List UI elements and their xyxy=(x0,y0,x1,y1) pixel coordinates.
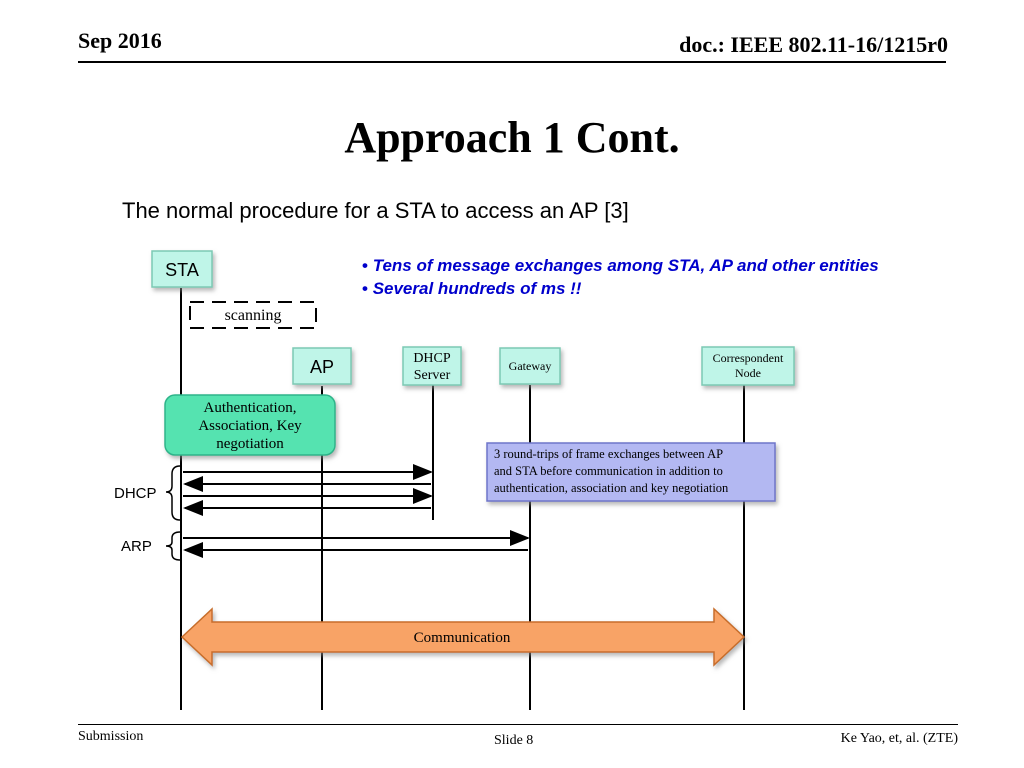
communication-label: Communication xyxy=(414,630,511,646)
entity-gateway-label: Gateway xyxy=(509,359,552,373)
footer-slide-number: Slide 8 xyxy=(494,733,534,748)
auth-label-1: Authentication, xyxy=(204,400,297,416)
slide-title: Approach 1 Cont. xyxy=(344,113,680,162)
bullet-text: Tens of message exchanges among STA, AP … xyxy=(372,256,879,275)
entity-dhcp-server: DHCP Server xyxy=(402,346,462,386)
slide-subtitle: The normal procedure for a STA to access… xyxy=(122,198,629,223)
communication-arrow: Communication xyxy=(180,607,746,667)
footer-author: Ke Yao, et, al. (ZTE) xyxy=(840,731,958,746)
footer-divider xyxy=(78,724,958,725)
scanning-label: scanning xyxy=(225,307,282,324)
bullet-list: • Tens of message exchanges among STA, A… xyxy=(362,254,922,300)
auth-label-3: negotiation xyxy=(216,436,284,452)
dhcp-label: DHCP xyxy=(114,485,157,502)
header-date: Sep 2016 xyxy=(78,28,162,53)
dhcp-group: DHCP xyxy=(114,464,433,521)
entity-sta: STA xyxy=(151,250,213,288)
entity-cn-label-1: Correspondent xyxy=(713,351,784,365)
scanning-box: scanning xyxy=(189,301,317,329)
bullet-item: • Tens of message exchanges among STA, A… xyxy=(362,256,879,275)
arp-brace xyxy=(165,531,181,561)
note-line-1: 3 round-trips of frame exchanges between… xyxy=(494,447,723,461)
entity-dhcp-label-1: DHCP xyxy=(413,351,451,366)
arp-label: ARP xyxy=(121,538,152,555)
note-line-3: authentication, association and key nego… xyxy=(494,481,729,495)
entity-dhcp-label-2: Server xyxy=(414,368,451,383)
dhcp-brace xyxy=(165,465,181,521)
arp-group: ARP xyxy=(121,530,530,561)
entity-correspondent-node: Correspondent Node xyxy=(701,346,795,386)
bullet-item: • Several hundreds of ms !! xyxy=(362,279,582,298)
entity-cn-label-2: Node xyxy=(735,366,761,380)
note-line-2: and STA before communication in addition… xyxy=(494,464,723,478)
footer-submission: Submission xyxy=(78,729,144,744)
entity-sta-label: STA xyxy=(165,260,199,280)
bullet-text: Several hundreds of ms !! xyxy=(372,279,582,298)
auth-label-2: Association, Key xyxy=(198,418,302,434)
header-divider xyxy=(78,61,946,63)
entity-gateway: Gateway xyxy=(499,347,561,385)
header-doc-id: doc.: IEEE 802.11-16/1215r0 xyxy=(679,32,948,57)
entity-ap-label: AP xyxy=(310,357,334,377)
auth-association-box: Authentication, Association, Key negotia… xyxy=(164,394,336,456)
round-trip-note: 3 round-trips of frame exchanges between… xyxy=(486,442,776,502)
entity-ap: AP xyxy=(292,347,352,385)
